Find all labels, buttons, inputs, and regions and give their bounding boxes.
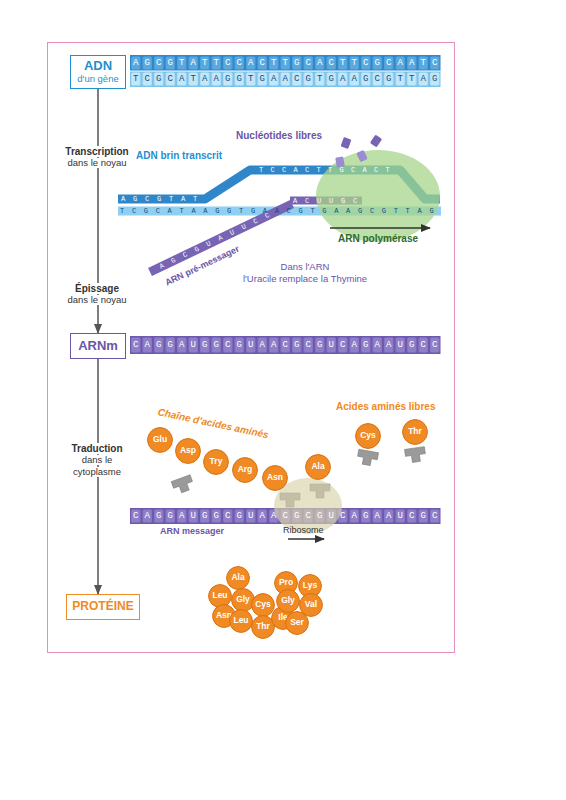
stage-name: d'un gène: [77, 74, 118, 85]
stage-box: ADNd'un gène: [70, 55, 126, 89]
amino-acid-name: Leu: [212, 591, 227, 601]
amino-acid-name: Gly: [281, 596, 295, 606]
amino-acid-name: Asp: [180, 446, 196, 456]
amino-acid-name: Cys: [360, 431, 376, 441]
base-sequence: AGCGTAT: [121, 196, 205, 203]
translation-scene: [130, 447, 441, 539]
part-label: ADN brin transcrit: [136, 150, 222, 161]
note-text: l'Uracile remplace la Thymine: [243, 274, 367, 284]
amino-acid-circle: Cys: [355, 423, 381, 449]
transcription-bubble: [118, 135, 441, 272]
amino-acid-name: Thr: [256, 622, 270, 632]
part-label: ARN messager: [160, 527, 224, 537]
amino-acid-circle: Thr: [402, 419, 428, 445]
step-label: Traduction: [69, 443, 124, 454]
amino-acid-name: Glu: [153, 435, 167, 445]
amino-acid-circle: Glu: [147, 427, 173, 453]
part-label: Ribosome: [283, 526, 324, 536]
part-label: Nucléotides libres: [236, 130, 322, 141]
amino-acid-circle: Gly: [276, 589, 300, 613]
stage-name: PROTÉINE: [72, 600, 133, 614]
amino-acid-name: Ala: [231, 573, 244, 583]
step-label: Transcription: [63, 146, 130, 157]
amino-acid-name: Pro: [279, 578, 293, 588]
amino-acid-circle: Gly: [231, 588, 255, 612]
amino-acid-circle: Ala: [226, 566, 250, 590]
step-label: cytoplasme: [71, 467, 123, 477]
stage-box: ARNm: [70, 333, 126, 359]
amino-acid-name: Thr: [408, 427, 422, 437]
amino-acid-name: Ser: [290, 618, 304, 628]
part-label: ARN polymérase: [338, 233, 418, 244]
amino-acid-name: Gly: [236, 595, 250, 605]
amino-acid-circle: Ser: [285, 611, 309, 635]
amino-acid-circle: Arg: [232, 457, 258, 483]
amino-acid-name: Arg: [238, 465, 253, 475]
amino-acid-circle: Cys: [251, 593, 275, 617]
base-sequence: AGCGTATTCCACTTGCACTTCGCAATC: [133, 59, 444, 68]
amino-acid-circle: Leu: [229, 609, 253, 633]
stage-box: PROTÉINE: [66, 594, 140, 620]
amino-acid-name: Ala: [311, 462, 324, 472]
amino-acid-name: Asn: [267, 473, 283, 483]
base-sequence: CAGGAUGGCGUAACGCGUCAGAAUCGC: [133, 512, 444, 521]
step-label: Épissage: [73, 283, 121, 294]
step-label: dans le: [80, 455, 115, 465]
base-sequence: TCGCATAAGGTGAACGTGAAGCGTTAG: [133, 75, 444, 84]
frame: [48, 43, 455, 653]
amino-acid-circle: Ala: [305, 454, 331, 480]
note-text: Dans l'ARN: [281, 262, 330, 272]
base-sequence: CAGGAUGGCGUAACGCGUCAGAAUGCC: [133, 341, 444, 350]
step-label: dans le noyau: [65, 295, 128, 305]
step-label: dans le noyau: [65, 158, 128, 168]
amino-acid-circle: Asp: [175, 438, 201, 464]
base-sequence: TCGCATAAGGTGAACGTGAAGCGTTAG: [120, 208, 441, 215]
amino-acid-name: Lys: [303, 581, 317, 591]
base-sequence: ACUUGC: [293, 198, 365, 205]
amino-acid-circle: Asn: [262, 465, 288, 491]
stage-name: ADN: [84, 59, 112, 74]
amino-acid-name: Leu: [233, 616, 248, 626]
part-label: Acides aminés libres: [336, 401, 436, 412]
stage-name: ARNm: [78, 339, 118, 354]
part-label: Chaîne d'acides aminés: [157, 406, 270, 440]
amino-acid-name: Val: [305, 600, 317, 610]
amino-acid-name: Cys: [255, 600, 271, 610]
amino-acid-circle: Try: [203, 449, 229, 475]
amino-acid-name: Try: [210, 457, 223, 467]
base-sequence: TCCACTTGCACT: [259, 167, 397, 174]
amino-acid-circle: Leu: [208, 584, 232, 608]
